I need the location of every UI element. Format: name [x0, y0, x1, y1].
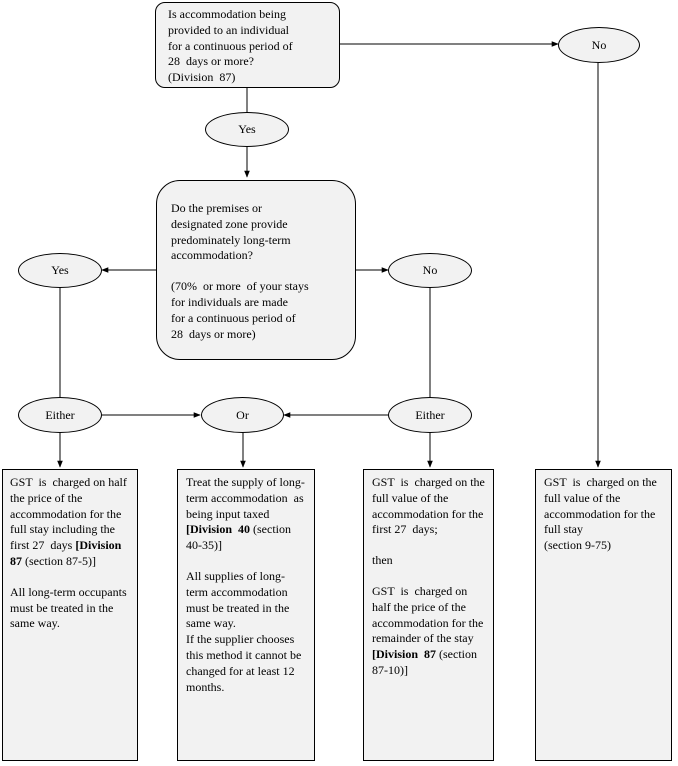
q1-line: Is accommodation being	[168, 7, 286, 21]
either-label: Either	[45, 407, 75, 422]
division-87-ref: [Division 87	[372, 647, 437, 662]
input-taxed-text: Treat the supply of long-term accommodat…	[186, 475, 307, 553]
outcome-split-rate: GST is charged on the full value of the …	[363, 469, 494, 761]
full-value-section: (section 9-75)	[544, 538, 611, 553]
no-label: No	[422, 263, 438, 277]
split-then: then	[372, 553, 393, 568]
q2-note-line: for a continuous period of	[171, 310, 296, 325]
input-taxed-lock-note: If the supplier chooses this method it c…	[186, 632, 305, 694]
no-ellipse-q1: No	[558, 27, 640, 63]
outcome-half-price: GST is charged on half the price of the …	[2, 469, 138, 761]
split-first-period: GST is charged on the full value of the …	[372, 475, 488, 537]
half-price-text: GST is charged on half the price of the …	[10, 475, 130, 568]
either-ellipse-left: Either	[18, 397, 102, 433]
q2-note-line: (70% or more of your stays	[171, 279, 309, 294]
q2-question-line: Do the premises or	[171, 201, 262, 215]
half-price-note: All long-term occupants must be treated …	[10, 584, 130, 631]
input-taxed-note: All supplies of long-term accommodation …	[186, 568, 293, 631]
q1-line: (Division 87)	[168, 70, 236, 85]
q1-line: 28 days or more?	[168, 54, 254, 69]
no-label: No	[591, 37, 607, 52]
either-ellipse-right: Either	[388, 397, 472, 433]
q1-line: for a continuous period of	[168, 38, 293, 53]
q2-question-line: predominately long-term	[171, 232, 291, 247]
q2-question-line: designated zone provide	[171, 216, 288, 231]
question-long-term-accommodation: Do the premises or designated zone provi…	[156, 180, 356, 360]
q2-question-line: accommodation?	[171, 248, 253, 263]
no-ellipse-q2: No	[388, 253, 472, 288]
or-ellipse: Or	[201, 397, 284, 433]
division-87-ref: [Division 87	[10, 538, 125, 568]
yes-label: Yes	[51, 263, 69, 277]
question-continuous-period: Is accommodation being provided to an in…	[155, 2, 340, 88]
full-value-text: GST is charged on the full value of the …	[544, 475, 660, 537]
outcome-input-taxed: Treat the supply of long-term accommodat…	[177, 469, 315, 761]
q1-line: provided to an individual	[168, 22, 289, 37]
outcome-full-value: GST is charged on the full value of the …	[535, 469, 672, 761]
or-label: Or	[236, 407, 249, 422]
division-40-ref: [Division 40	[186, 522, 251, 537]
yes-label: Yes	[238, 122, 256, 136]
q2-note-line: 28 days or more)	[171, 326, 256, 341]
yes-ellipse-q2: Yes	[18, 253, 102, 288]
yes-ellipse-q1: Yes	[205, 112, 289, 147]
split-remainder: GST is charged on half the price of the …	[372, 583, 487, 677]
either-label: Either	[415, 407, 445, 422]
q2-note-line: for individuals are made	[171, 294, 288, 309]
